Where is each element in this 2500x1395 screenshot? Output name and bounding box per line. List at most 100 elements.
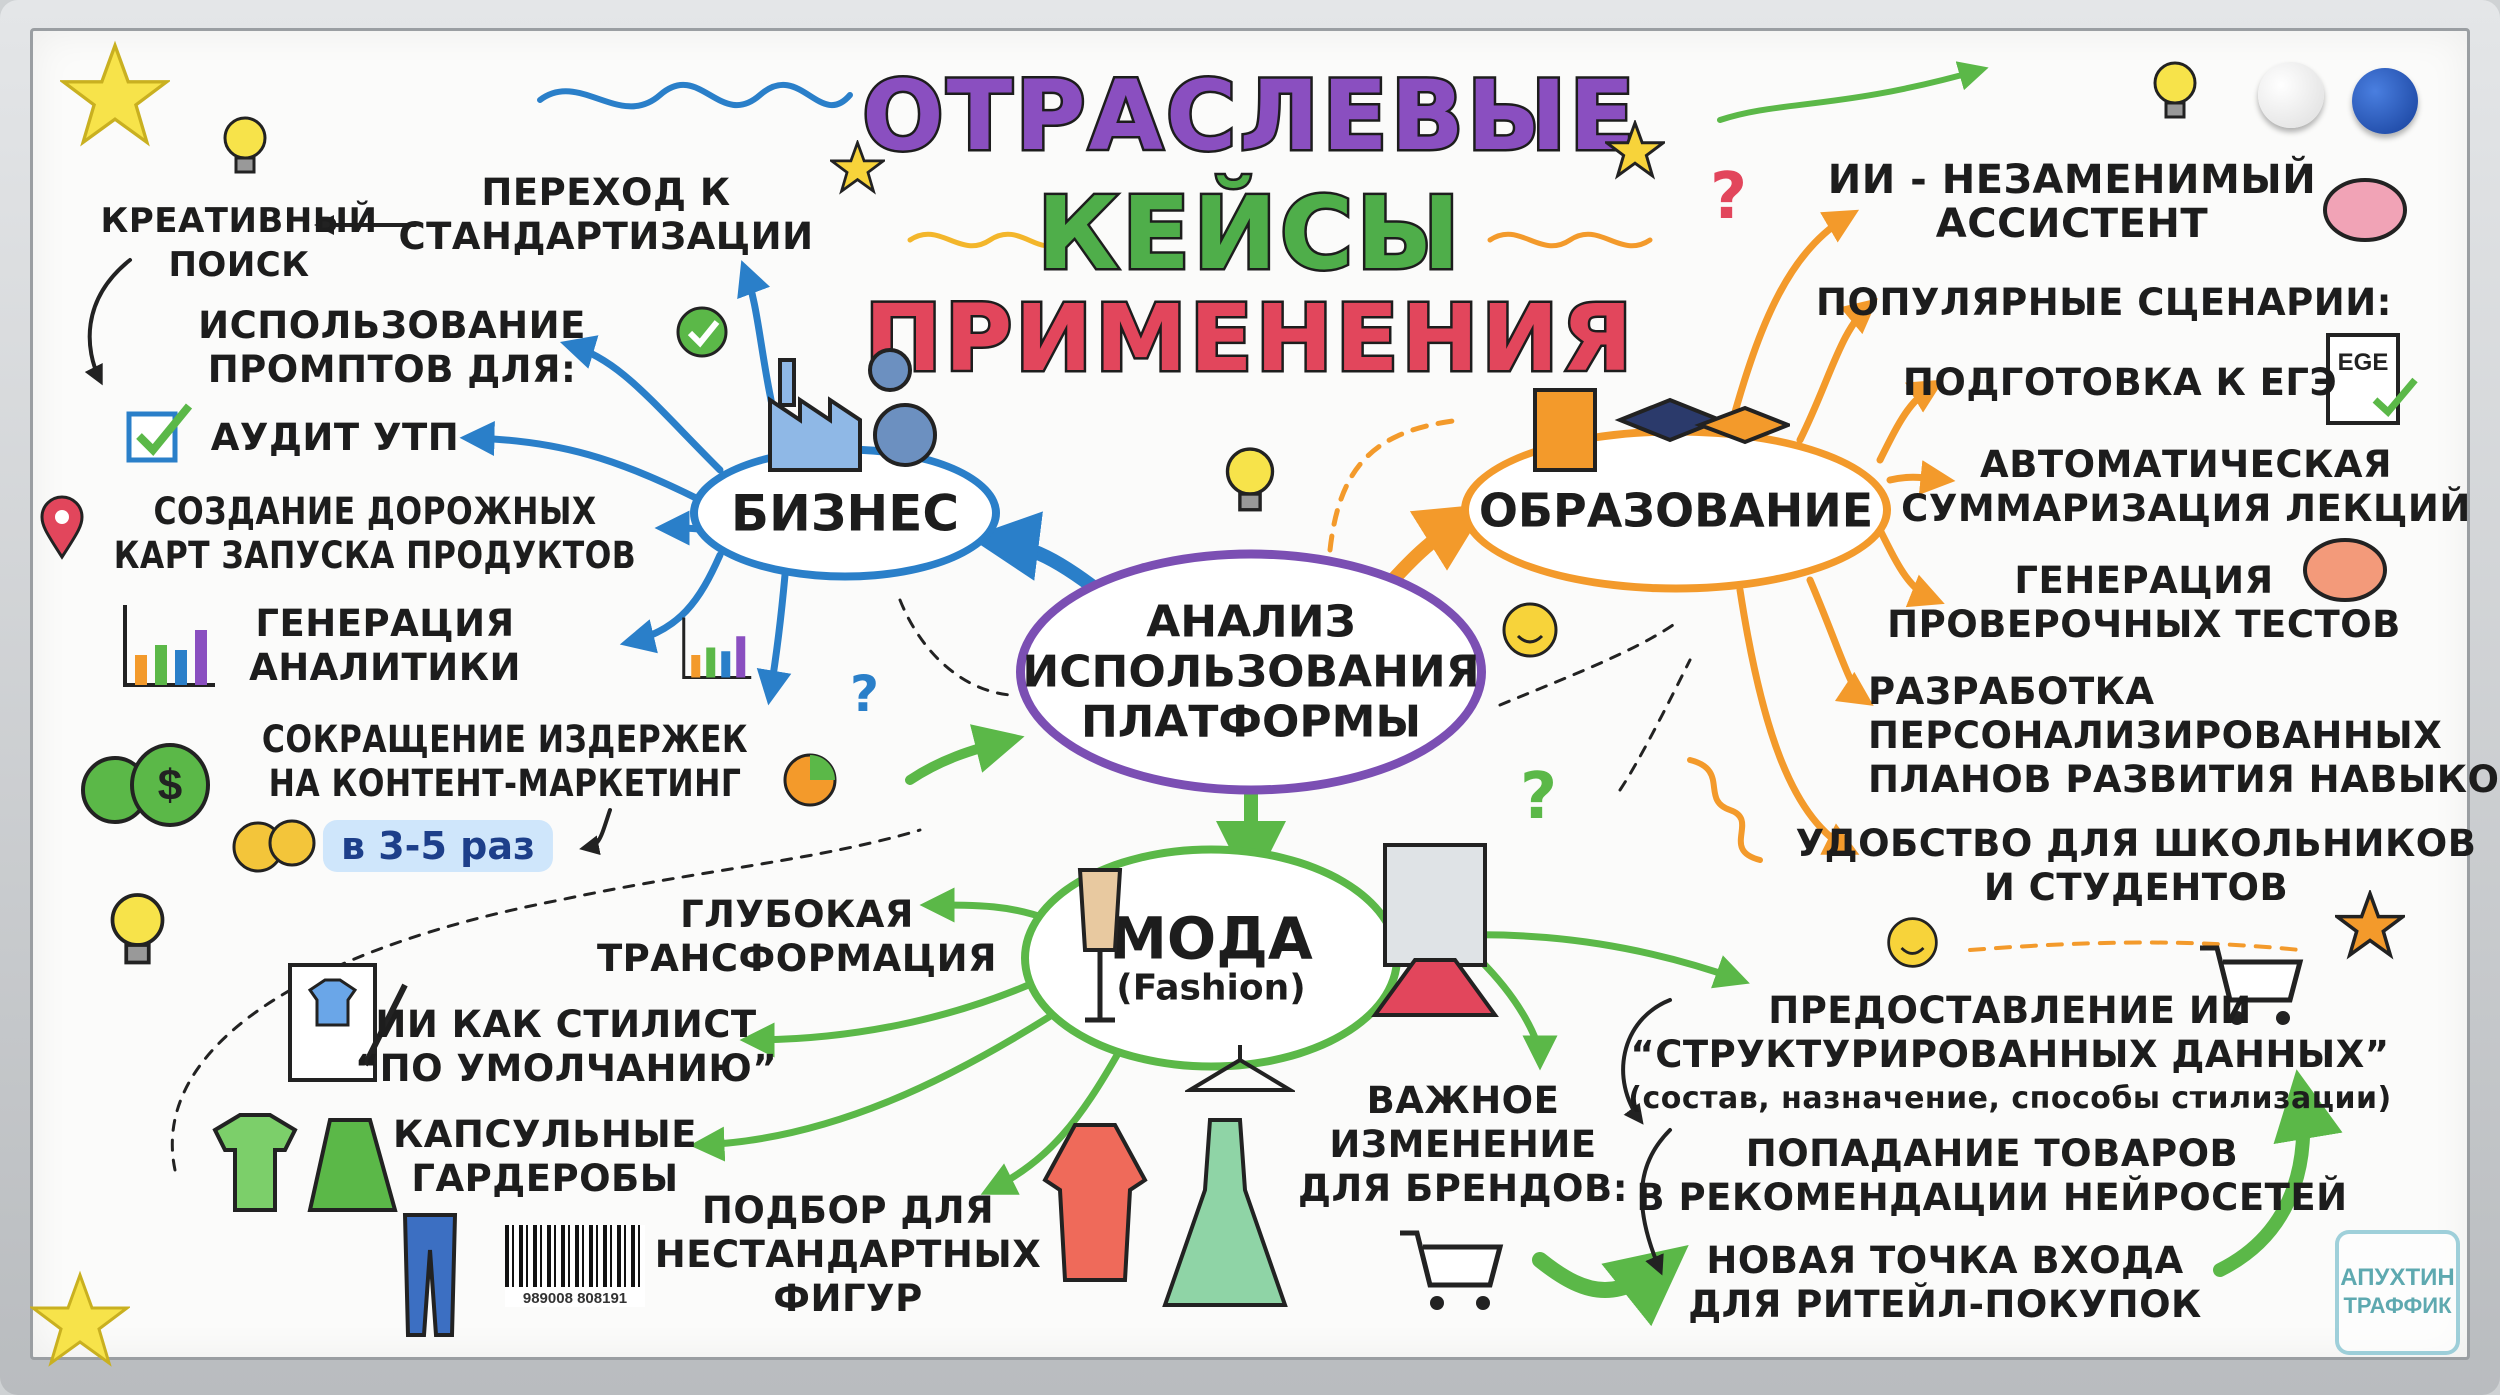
lightbulb-icon — [110, 893, 165, 965]
center-hub-line: ПЛАТФОРМЫ — [1080, 696, 1422, 747]
item-line: СТАНДАРТИЗАЦИИ — [398, 215, 814, 258]
svg-text:$: $ — [158, 761, 182, 810]
pie-chart-icon — [783, 753, 837, 807]
item-line: ИЗМЕНЕНИЕ — [1329, 1123, 1597, 1166]
education-hub-label: ОБРАЗОВАНИЕ — [1478, 483, 1874, 537]
item-line: АВТОМАТИЧЕСКАЯ — [1980, 443, 2392, 486]
hanger-icon — [1185, 1045, 1295, 1092]
item-line: ДЛЯ РИТЕЙЛ-ПОКУПОК — [1688, 1283, 2202, 1326]
white-magnet-icon — [2258, 62, 2324, 128]
check-circle-icon — [676, 306, 728, 358]
item-line: АССИСТЕНТ — [1935, 201, 2209, 247]
star-icon — [2335, 890, 2405, 960]
item-line: СУММАРИЗАЦИЯ ЛЕКЦИЙ — [1901, 487, 2471, 530]
item-line: СОЗДАНИЕ ДОРОЖНЫХ — [153, 490, 597, 533]
item-line: ИИ КАК СТИЛИСТ — [375, 1003, 757, 1046]
factory-gears-icon — [768, 348, 937, 472]
fashion-hub-sub: (Fashion) — [1116, 967, 1306, 1008]
item-line: “ПО УМОЛЧАНИЮ” — [354, 1047, 778, 1090]
dress-icon — [1042, 1123, 1148, 1282]
fashion-item-structured-data: ПРЕДОСТАВЛЕНИЕ ИИ“СТРУКТУРИРОВАННЫХ ДАНН… — [1628, 989, 2391, 1121]
title-line-2: КЕЙСЫ — [1035, 173, 1463, 295]
barcode-number: 989008 808191 — [505, 1290, 645, 1307]
item-line: ИСПОЛЬЗОВАНИЕ — [198, 304, 586, 347]
item-line: ПОДГОТОВКА К ЕГЭ — [1902, 361, 2338, 404]
item-line: ТРАНСФОРМАЦИЯ — [596, 937, 998, 980]
item-line: НЕСТАНДАРТНЫХ — [654, 1233, 1042, 1276]
item-line: АУДИТ УТП — [210, 416, 460, 459]
item-line: ИИ - НЕЗАМЕНИМЫЙ — [1827, 157, 2317, 203]
watermark-line: АПУХТИН — [2340, 1264, 2455, 1291]
item-line: ФИГУР — [773, 1277, 923, 1320]
star-icon — [30, 1270, 130, 1367]
item-line: НА КОНТЕНТ-МАРКЕТИНГ — [268, 762, 742, 805]
item-line: ГЛУБОКАЯ — [680, 893, 914, 936]
clothes-icon — [212, 1113, 398, 1212]
item-line: ПРОМПТОВ ДЛЯ: — [207, 348, 577, 391]
item-line: ПОПАДАНИЕ ТОВАРОВ — [1745, 1132, 2239, 1175]
shopping-cart-icon — [2200, 945, 2304, 1025]
item-line: ПРОВЕРОЧНЫХ ТЕСТОВ — [1887, 603, 2401, 646]
cost-reduction-badge: в 3-5 раз — [322, 820, 554, 872]
brain-icon — [2303, 538, 2387, 602]
education-item-popular-scenarios: ПОПУЛЯРНЫЕ СЦЕНАРИИ: — [1816, 281, 2392, 325]
item-line: ВАЖНОЕ — [1366, 1079, 1560, 1122]
business-hub-label: БИЗНЕС — [730, 484, 960, 542]
coins-icon — [232, 819, 316, 873]
center-hub-line: ИСПОЛЬЗОВАНИЯ — [1022, 646, 1480, 697]
ege-label: EGE — [2338, 349, 2389, 376]
item-line: ГЕНЕРАЦИЯ — [2014, 559, 2274, 602]
lightbulb-icon — [223, 116, 267, 174]
item-line: ПЛАНОВ РАЗВИТИЯ НАВЫКОВ — [1868, 758, 2500, 801]
checkbox-icon — [126, 403, 193, 463]
brain-icon — [2323, 178, 2407, 242]
lightbulb-icon — [2153, 61, 2197, 119]
item-line: ГАРДЕРОБЫ — [411, 1157, 679, 1200]
item-line: УДОБСТВО ДЛЯ ШКОЛЬНИКОВ — [1795, 822, 2477, 865]
jeans-icon — [402, 1213, 458, 1337]
item-line: ПОПУЛЯРНЫЕ СЦЕНАРИИ: — [1816, 281, 2392, 324]
star-icon — [60, 40, 170, 147]
item-line: АНАЛИТИКИ — [249, 646, 521, 689]
title-line-3: ПРИМЕНЕНИЯ — [862, 283, 1636, 395]
lightbulb-icon — [1225, 447, 1275, 512]
fashion-hub-label: МОДА — [1109, 904, 1313, 972]
gown-mannequin-icon — [1162, 1118, 1288, 1307]
item-line: ПЕРСОНАЛИЗИРОВАННЫХ — [1868, 714, 2443, 757]
watermark-logo: АПУХТИН ТРАФФИК — [2335, 1230, 2460, 1355]
bar-chart-icon — [682, 617, 752, 679]
education-item-ege-prep: ПОДГОТОВКА К ЕГЭ — [1903, 361, 2337, 405]
map-pin-icon — [40, 495, 84, 560]
book-graduation-caps-icon — [1533, 388, 1790, 472]
smiley-icon — [1502, 602, 1558, 658]
item-line: РАЗРАБОТКА — [1868, 670, 2155, 713]
item-line: ПЕРЕХОД К — [481, 171, 731, 214]
item-line: ПРЕДОСТАВЛЕНИЕ ИИ — [1768, 989, 2252, 1032]
center-hub: АНАЛИЗ ИСПОЛЬЗОВАНИЯ ПЛАТФОРМЫ — [1016, 549, 1486, 795]
shopping-cart-icon — [1400, 1230, 1504, 1310]
mannequin-icon — [1077, 868, 1123, 1023]
item-line: “СТРУКТУРИРОВАННЫХ ДАННЫХ” — [1630, 1033, 2390, 1076]
item-line: КАРТ ЗАПУСКА ПРОДУКТОВ — [113, 534, 637, 577]
ege-exam-icon: EGE — [2326, 333, 2418, 425]
business-item-usp-audit: АУДИТ УТП — [211, 416, 459, 460]
item-line: НОВАЯ ТОЧКА ВХОДА — [1706, 1239, 2184, 1282]
item-line: ДЛЯ БРЕНДОВ: — [1297, 1167, 1629, 1210]
item-line: КАПСУЛЬНЫЕ — [392, 1113, 698, 1156]
style-document-icon — [288, 963, 408, 1082]
